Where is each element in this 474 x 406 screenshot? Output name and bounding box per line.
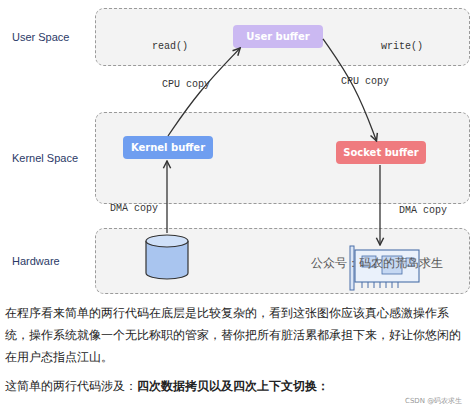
call-label: write(): [381, 41, 423, 52]
watermark: CSDN @码农求生: [405, 396, 462, 406]
buffer-box: Socket buffer: [336, 141, 426, 164]
paragraph: 四次数据拷贝以及四次上下文切换：: [137, 375, 329, 397]
call-label: read(): [152, 41, 188, 52]
band-title: Kernel Space: [12, 152, 92, 164]
band-title: Hardware: [12, 255, 92, 267]
box-label: Socket buffer: [343, 147, 419, 158]
paragraph: 这简单的两行代码涉及：: [5, 375, 137, 397]
space-band: Kernel SpaceKernel bufferSocket buffer: [95, 112, 470, 204]
box-label: User buffer: [246, 31, 309, 42]
copy-label: DMA copy: [399, 205, 447, 216]
space-band: User SpaceUser buffer: [95, 8, 470, 66]
edge-label: CPU copy: [341, 76, 389, 87]
band-title: User Space: [12, 31, 92, 43]
box-label: Kernel buffer: [131, 142, 205, 153]
paragraph-line: 这简单的两行代码涉及：四次数据拷贝以及四次上下文切换：: [5, 375, 329, 397]
edge-label: CPU copy: [162, 79, 210, 90]
paragraph: 在程序看来简单的两行代码在底层是比较复杂的，看到这张图你应该真心感激操作系统，操…: [5, 302, 469, 368]
buffer-box: Kernel buffer: [123, 136, 213, 159]
watermark: 公众号：码农的荒岛求生: [311, 256, 443, 271]
buffer-box: User buffer: [233, 25, 323, 48]
copy-label: DMA copy: [110, 203, 158, 214]
